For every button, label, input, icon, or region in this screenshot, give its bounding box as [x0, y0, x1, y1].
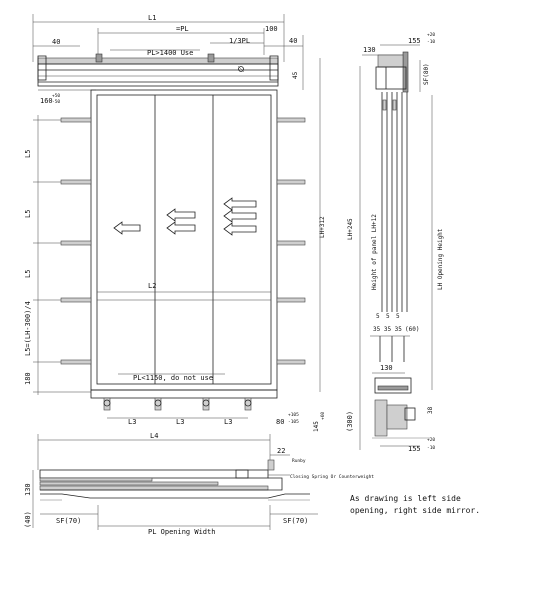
dim-l3-a: L3 — [128, 418, 136, 426]
note-line-1: As drawing is left side — [350, 494, 461, 503]
dim-180: 180 — [24, 372, 32, 385]
side-brackets — [33, 115, 306, 395]
plan-view: 22 Runby Closing Spring Or Counterweight… — [24, 447, 374, 536]
side-view: 130 155 +20 -10 SF(80) LH+245 Height of … — [346, 32, 444, 453]
dim-l1: L1 — [148, 14, 156, 22]
dim-plan-sf70-right: SF(70) — [283, 517, 308, 525]
dim-pl-note: PL>1400 Use — [147, 49, 193, 57]
dim-panel-height: Height of panel LH+12 — [371, 214, 378, 290]
dim-l5-a: L5 — [24, 150, 32, 158]
dim-side-130-b: 130 — [380, 364, 393, 372]
svg-text:+20: +20 — [427, 437, 435, 443]
dim-l5-b: L5 — [24, 210, 32, 218]
svg-text:+105: +105 — [288, 412, 299, 418]
dim-plan-runby: Runby — [292, 458, 306, 464]
svg-text:+20: +20 — [427, 32, 435, 38]
dim-40-left: 40 — [52, 38, 60, 46]
dim-l5-formula: L5=(LH-300)/4 — [24, 301, 32, 356]
dim-closing-spring: Closing Spring Or Counterweight — [290, 474, 374, 480]
dim-lh245: LH+245 — [347, 218, 354, 240]
dim-plan-130: 130 — [24, 483, 32, 496]
dim-l5-c: L5 — [24, 270, 32, 278]
dim-plan-pl-width: PL Opening Width — [148, 528, 215, 536]
dim-side-60: (60) — [405, 326, 419, 333]
drawing-note: As drawing is left side opening, right s… — [350, 494, 480, 515]
dim-side-5b: 5 — [386, 313, 390, 320]
dim-plan-40: (40) — [24, 511, 32, 528]
dim-l2: L2 — [148, 282, 156, 290]
svg-text:-10: -10 — [427, 445, 435, 451]
dim-80: 80 — [276, 418, 284, 426]
dim-lh312: LH+312 — [319, 216, 326, 238]
dim-side-5a: 5 — [376, 313, 380, 320]
dim-side-155-top: 155 — [408, 37, 421, 45]
dim-40-right: 40 — [289, 37, 297, 45]
dim-side-5c: 5 — [396, 313, 400, 320]
dim-160: 160 — [40, 97, 53, 105]
front-view: L1 =PL 100 40 PL>1400 Use 1/3PL 40 45 — [24, 14, 326, 470]
svg-text:+60: +60 — [320, 412, 326, 420]
dim-100: 100 — [265, 25, 278, 33]
dim-l3-c: L3 — [224, 418, 232, 426]
dim-pl: =PL — [176, 25, 189, 33]
dim-plan-sf70-left: SF(70) — [56, 517, 81, 525]
dim-plan-22: 22 — [277, 447, 285, 455]
note-line-2: opening, right side mirror. — [350, 506, 480, 515]
dim-45: 45 — [292, 71, 299, 79]
dim-pl-note2: PL<1150, do not use — [133, 374, 213, 382]
dim-third-pl: 1/3PL — [229, 37, 250, 45]
direction-arrows — [113, 197, 257, 236]
dim-side-155-bot: 155 — [408, 445, 421, 453]
dim-side-35-row: 35 35 35 — [373, 326, 402, 333]
dim-side-38: 38 — [427, 406, 434, 414]
svg-text:+50: +50 — [52, 93, 60, 99]
dim-sf80: SF(80) — [423, 63, 430, 85]
dim-l3-b: L3 — [176, 418, 184, 426]
svg-text:-105: -105 — [288, 419, 299, 425]
dim-145: 145 — [313, 421, 320, 432]
dim-l4: L4 — [150, 432, 158, 440]
svg-text:-10: -10 — [427, 39, 435, 45]
dim-side-300: (300) — [346, 411, 354, 432]
svg-text:-50: -50 — [52, 99, 60, 105]
dim-side-130: 130 — [363, 46, 376, 54]
dim-lh-opening: LH Opening Height — [437, 228, 444, 290]
